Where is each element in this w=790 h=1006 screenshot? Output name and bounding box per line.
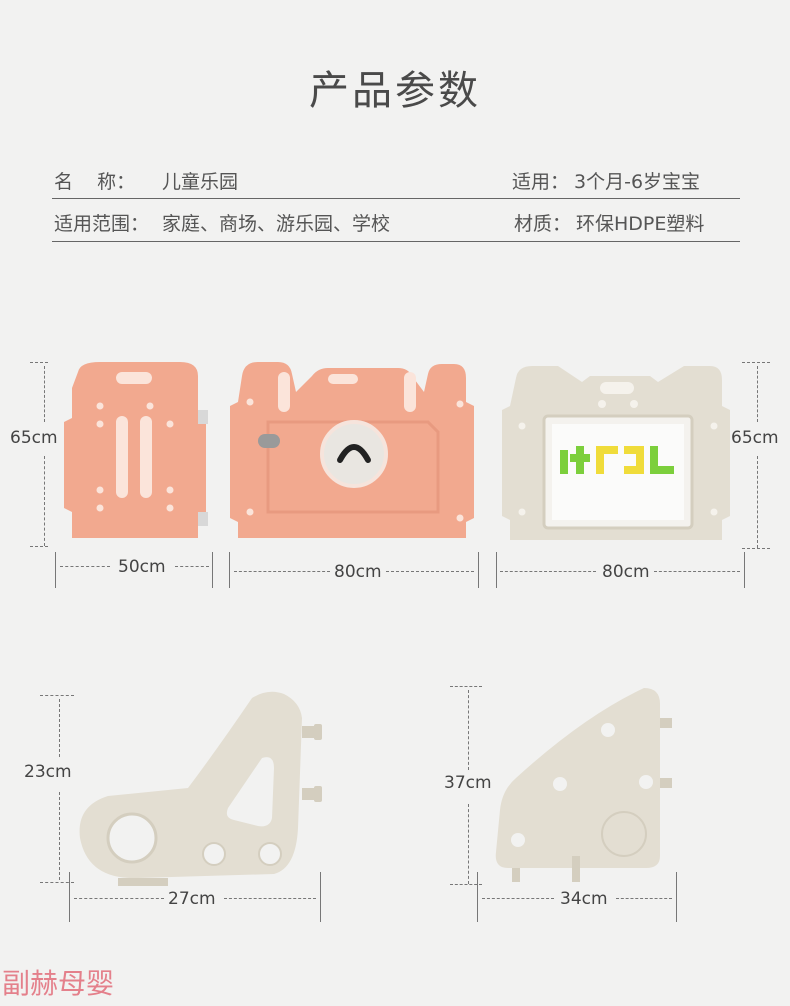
dim-panel1-height: 65cm <box>10 428 58 448</box>
spec-name-value: 儿童乐园 <box>162 171 239 193</box>
dim-panel3-width: 80cm <box>602 562 650 582</box>
panel-pink-small <box>64 362 208 538</box>
dim-line <box>757 366 758 422</box>
dim-tick <box>478 552 479 588</box>
dim-foot2-height: 37cm <box>444 773 492 793</box>
dim-line <box>757 456 758 548</box>
dim-mark <box>742 362 770 363</box>
dim-line <box>44 456 45 546</box>
foot-large <box>495 688 672 882</box>
dim-mark <box>30 362 48 363</box>
dim-line <box>468 690 469 770</box>
dim-tick <box>744 552 745 588</box>
spec-scope-label: 适用范围： <box>54 213 150 235</box>
dim-panel1-width: 50cm <box>118 557 166 577</box>
dim-line <box>59 792 60 880</box>
dim-line <box>175 566 209 567</box>
dim-line <box>386 571 474 572</box>
dim-mark <box>40 882 74 883</box>
dim-panel3-height: 65cm <box>731 428 779 448</box>
dim-line <box>59 699 60 757</box>
dim-line <box>468 804 469 884</box>
dim-mark <box>450 884 482 885</box>
dim-tick <box>320 872 321 922</box>
dim-tick <box>55 552 56 588</box>
spec-scope-value: 家庭、商场、游乐园、学校 <box>162 213 391 235</box>
spec-divider-2 <box>52 241 740 242</box>
dim-line <box>482 898 554 899</box>
dim-foot1-width: 27cm <box>168 889 216 909</box>
watermark: 副赫母婴 <box>2 967 115 1000</box>
spec-divider-1 <box>52 198 740 199</box>
dim-tick <box>229 552 230 588</box>
spec-suitable-label: 适用： <box>512 171 570 193</box>
dim-line <box>60 566 110 567</box>
panel-pink-door <box>230 362 474 538</box>
dim-line <box>500 571 596 572</box>
spec-material-value: 环保HDPE塑料 <box>576 213 705 235</box>
spec-suitable-value: 3个月-6岁宝宝 <box>574 171 701 193</box>
dim-panel2-width: 80cm <box>334 562 382 582</box>
dim-foot2-width: 34cm <box>560 889 608 909</box>
spec-material-label: 材质： <box>514 213 572 235</box>
dim-foot1-height: 23cm <box>24 762 72 782</box>
dim-line <box>234 571 330 572</box>
dim-tick <box>69 872 70 922</box>
dim-tick <box>676 872 677 922</box>
dim-mark <box>450 686 482 687</box>
dim-line <box>654 571 740 572</box>
spec-name-label: 名 称： <box>54 171 136 193</box>
dim-mark <box>742 548 770 549</box>
foot-small <box>79 691 322 886</box>
dim-line <box>74 898 164 899</box>
dim-line <box>616 898 672 899</box>
dim-mark <box>40 695 74 696</box>
dim-tick <box>212 552 213 588</box>
dim-line <box>44 366 45 422</box>
dim-line <box>224 898 316 899</box>
dim-mark <box>30 546 48 547</box>
page-title: 产品参数 <box>309 68 481 114</box>
dim-tick <box>477 872 478 922</box>
panel-beige-board <box>502 366 730 540</box>
dim-tick <box>496 552 497 588</box>
